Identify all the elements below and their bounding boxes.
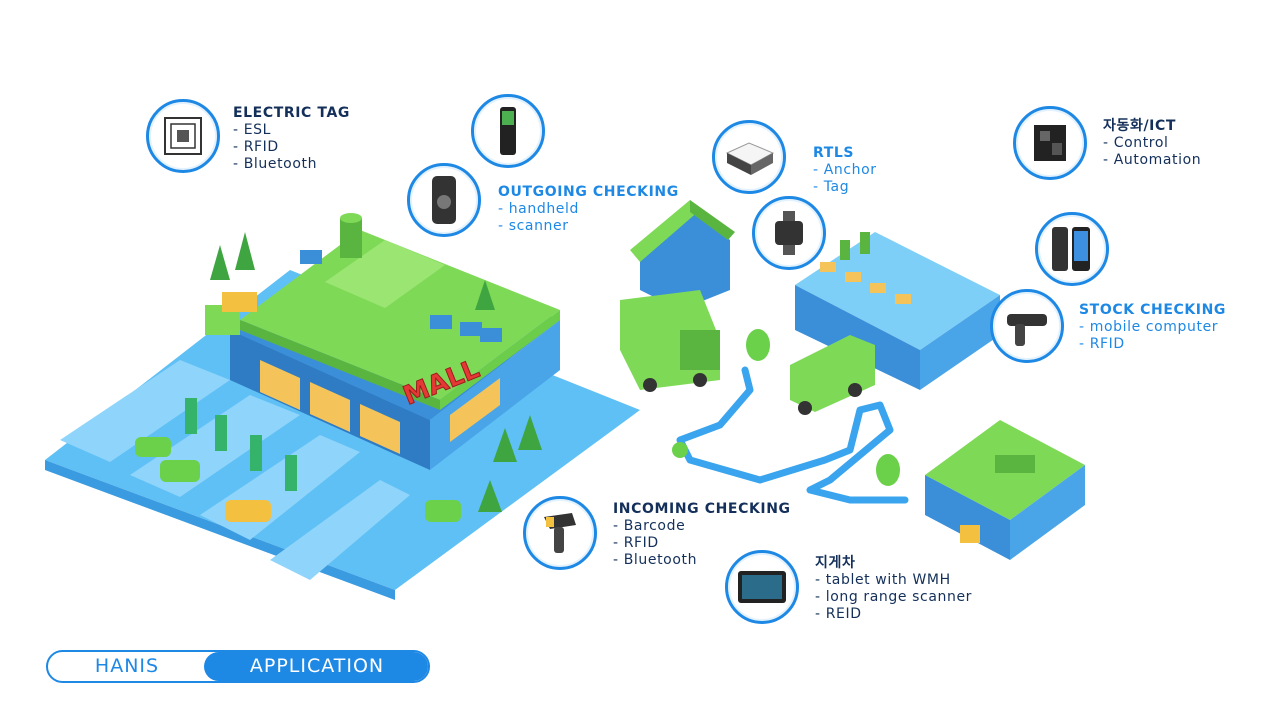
callout-item: - tablet with WMH xyxy=(815,572,951,588)
tablet-icon xyxy=(725,550,799,624)
callout-item: - handheld xyxy=(498,201,579,217)
callout-item: - RFID xyxy=(1079,336,1125,352)
tab-application[interactable]: APPLICATION xyxy=(204,652,428,681)
callout-title: 자동화/ICT xyxy=(1103,118,1176,134)
callout-item: - RFID xyxy=(613,535,659,551)
warehouse-building xyxy=(790,232,1000,415)
callout-item: - Bluetooth xyxy=(613,552,698,568)
callout-title: STOCK CHECKING xyxy=(1079,302,1227,318)
callout-title: INCOMING CHECKING xyxy=(613,501,791,517)
rfid-tag-icon xyxy=(146,99,220,173)
callout-item: - long range scanner xyxy=(815,589,973,605)
callout-title: ELECTRIC TAG xyxy=(233,105,350,121)
route-markers xyxy=(746,329,900,486)
callout-item: - ESL xyxy=(233,122,272,138)
callout-item: - Automation xyxy=(1103,152,1202,168)
callout-item: - Control xyxy=(1103,135,1169,151)
wearable-tag-icon xyxy=(752,196,826,270)
section-nav: HANIS APPLICATION xyxy=(46,650,430,683)
drone xyxy=(672,442,688,458)
callout-item: - Tag xyxy=(813,179,850,195)
callout-title: OUTGOING CHECKING xyxy=(498,184,679,200)
delivery-route xyxy=(676,366,909,504)
callout-item: - scanner xyxy=(498,218,569,234)
callout-item: - RFID xyxy=(233,139,279,155)
callout-item: - mobile computer xyxy=(1079,319,1219,335)
rfid-gun-icon xyxy=(990,289,1064,363)
house-and-truck xyxy=(620,200,735,392)
callout-title: RTLS xyxy=(813,145,855,161)
handheld-terminal-icon xyxy=(471,94,545,168)
tab-hanis[interactable]: HANIS xyxy=(94,655,160,677)
callout-item: - REID xyxy=(815,606,862,622)
handheld-scanner-icon xyxy=(407,163,481,237)
barcode-scanner-icon xyxy=(523,496,597,570)
mobile-computer-icon xyxy=(1035,212,1109,286)
small-warehouse xyxy=(925,420,1085,560)
mall-area: MALL xyxy=(45,213,640,600)
anchor-device-icon xyxy=(712,120,786,194)
callout-item: - Anchor xyxy=(813,162,877,178)
callout-item: - Barcode xyxy=(613,518,686,534)
callout-item: - Bluetooth xyxy=(233,156,318,172)
control-board-icon xyxy=(1013,106,1087,180)
callout-title: 지게차 xyxy=(815,555,856,571)
